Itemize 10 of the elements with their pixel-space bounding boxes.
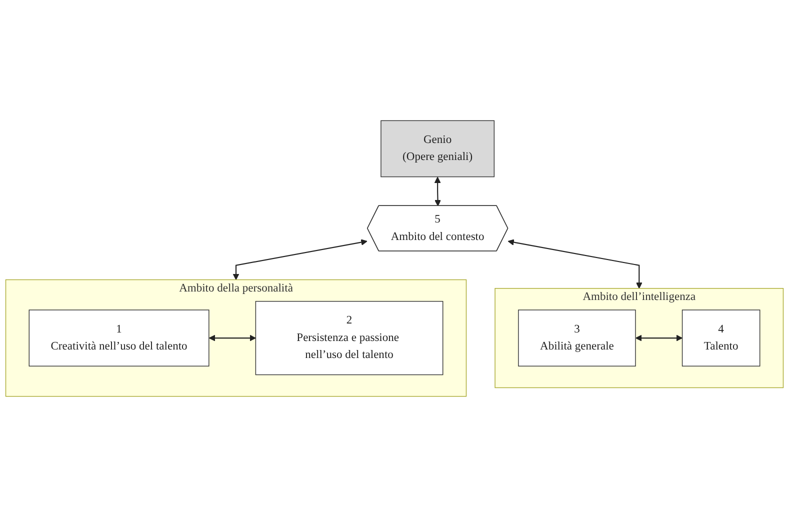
arrow: [508, 239, 642, 289]
node-box: 2 Persistenza e passione nell’uso del talento: [255, 300, 444, 376]
node-box: 1 Creatività nell’uso del talento: [28, 310, 210, 366]
arrow: [232, 239, 368, 280]
arrow: [208, 334, 256, 342]
arrow: [434, 176, 441, 206]
node-box: 4 Talento: [682, 310, 760, 366]
node-box: Genio (Opere geniali): [380, 120, 495, 178]
arrow: [636, 334, 683, 342]
node-box: 3 Abilità generale: [518, 310, 636, 366]
